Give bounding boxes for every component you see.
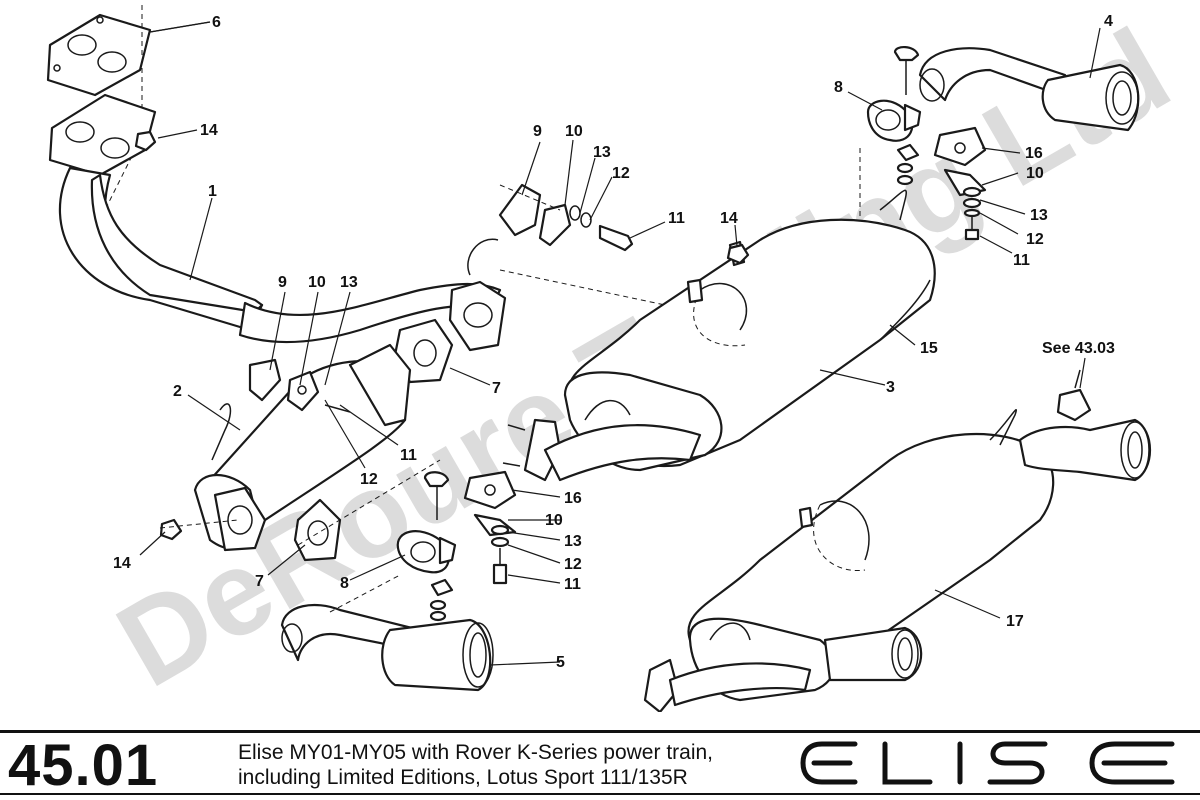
tailpipe-lower [280,603,494,692]
nut-center [726,243,750,265]
callout-7-lower: 7 [255,573,264,590]
callout-12-lower: 12 [564,556,582,573]
callout-4: 4 [1104,13,1113,30]
callout-1: 1 [208,183,217,200]
manifold-gasket [46,13,152,97]
callout-13-right: 13 [1030,207,1048,224]
callout-11-left: 11 [400,447,417,464]
alternative-silencer [643,369,1152,712]
callout-2: 2 [173,383,182,400]
clamp-upper [866,46,922,186]
callout-3: 3 [886,379,895,396]
clamp-lower [396,471,457,622]
elise-logo [800,739,1180,787]
footer-divider-top [0,730,1200,733]
callout-labels: 6 14 1 2 3 4 5 7 7 8 8 9 9 10 10 10 10 1… [113,13,1115,671]
callout-14-center: 14 [720,210,738,227]
main-silencer [502,189,936,482]
callout-14-lower: 14 [113,555,131,572]
callout-13-left: 13 [340,274,358,291]
callout-13-center: 13 [593,144,611,161]
callout-13-lower: 13 [564,533,582,550]
callout-6: 6 [212,14,221,31]
page-footer: 45.01 Elise MY01-MY05 with Rover K-Serie… [0,712,1200,800]
flange-gasket-lower [293,498,342,562]
hanger-bracket-center [498,183,634,252]
page-number: 45.01 [8,733,159,798]
callout-9-left: 9 [278,274,287,291]
callout-14-upper: 14 [200,122,218,139]
footer-divider-bottom [0,793,1200,795]
callout-7-upper: 7 [492,380,501,397]
hanger-bracket-left [286,370,351,413]
callout-8-upper: 8 [834,79,843,96]
callout-10-left: 10 [308,274,326,291]
nut-lower-left [159,518,183,541]
tailpipe-upper [918,47,1140,132]
callout-12-right: 12 [1026,231,1044,248]
catalytic-converter [193,343,412,552]
exhaust-exploded-diagram: DeRoure Trading Ltd [46,3,1191,712]
callout-8-lower: 8 [340,575,349,592]
callout-10-center: 10 [565,123,583,140]
callout-11-lower: 11 [564,576,581,593]
callout-16-lower: 16 [564,490,582,507]
callout-11-center: 11 [668,210,685,227]
callout-12-center: 12 [612,165,630,182]
callout-11-right: 11 [1013,252,1030,269]
callout-17: 17 [1006,613,1024,630]
callout-see-43-03: See 43.03 [1042,340,1115,357]
page-description: Elise MY01-MY05 with Rover K-Series powe… [238,740,713,790]
callout-5: 5 [556,654,565,671]
callout-12-left: 12 [360,471,378,488]
callout-9-center: 9 [533,123,542,140]
description-line-2: including Limited Editions, Lotus Sport … [238,766,688,789]
callout-15: 15 [920,340,938,357]
callout-16-right: 16 [1025,145,1043,162]
callout-10-right: 10 [1026,165,1044,182]
nut-upper-left [134,130,157,152]
hanger-assembly-upper [933,126,987,241]
callout-10-lower: 10 [545,512,563,529]
leader-lines [139,21,1101,666]
hanger-assembly-lower [463,470,517,585]
downpipe [48,93,507,352]
description-line-1: Elise MY01-MY05 with Rover K-Series powe… [238,741,714,764]
